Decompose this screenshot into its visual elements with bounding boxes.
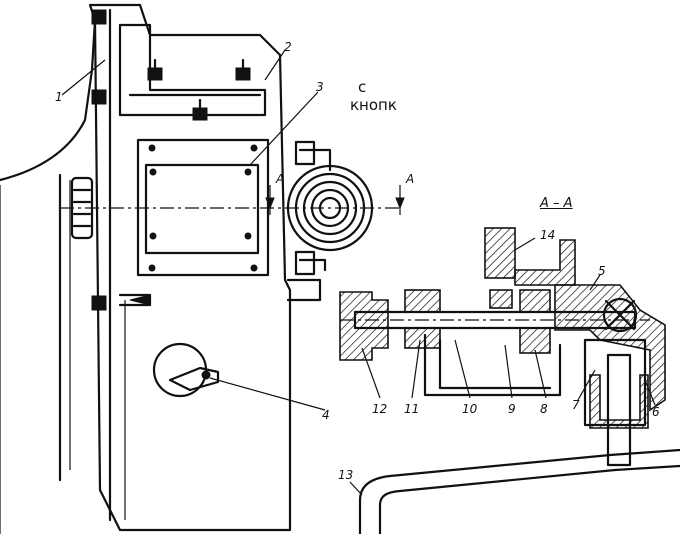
spring-assembly <box>265 140 405 302</box>
callout-3: 3 <box>316 80 324 94</box>
callout-11: 11 <box>404 402 420 416</box>
cut-mark-left: A <box>276 172 285 186</box>
main-body <box>88 3 292 532</box>
callout-12: 12 <box>372 402 388 416</box>
cut-mark-right: A <box>406 172 415 186</box>
section-a-a <box>339 227 680 534</box>
callout-1: 1 <box>55 90 63 104</box>
part-3-cover <box>60 138 400 277</box>
callout-13: 13 <box>338 468 354 482</box>
part-1-housing <box>0 18 97 534</box>
caption-line-1: с <box>358 78 367 96</box>
callout-10: 10 <box>462 402 478 416</box>
part-4-lever <box>118 293 220 398</box>
callout-14: 14 <box>540 228 556 242</box>
callout-7: 7 <box>572 398 580 412</box>
callout-2: 2 <box>284 40 292 54</box>
callout-4: 4 <box>322 408 330 422</box>
callout-9: 9 <box>508 402 516 416</box>
caption-line-2: кнопк <box>350 96 397 114</box>
section-title: A – A <box>540 196 573 211</box>
leader-lines <box>61 49 656 496</box>
callout-6: 6 <box>652 405 660 419</box>
callout-5: 5 <box>598 264 606 278</box>
callout-8: 8 <box>540 402 548 416</box>
